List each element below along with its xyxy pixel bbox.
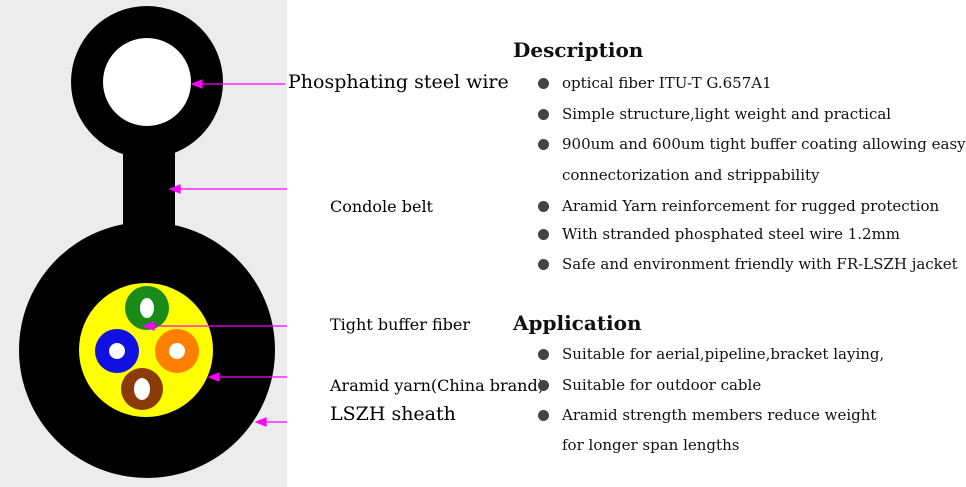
application-item: Suitable for aerial,pipeline,bracket lay… bbox=[538, 345, 884, 363]
bullet-icon bbox=[538, 138, 549, 150]
description-item: Aramid Yarn reinforcement for rugged pro… bbox=[538, 197, 939, 215]
steel-wire-hole bbox=[103, 38, 191, 126]
fiber-orange bbox=[155, 329, 199, 373]
aramid-yarn bbox=[79, 283, 213, 417]
pointer-lszh bbox=[254, 417, 287, 427]
bullet-icon bbox=[538, 108, 549, 120]
pointer-condole-belt bbox=[168, 184, 287, 194]
description-heading: Description bbox=[513, 38, 644, 62]
label-aramid-yarn: Aramid yarn(China brand) bbox=[330, 376, 544, 395]
fiber-green bbox=[125, 286, 169, 330]
bullet-icon bbox=[538, 200, 549, 212]
label-tight-buffer: Tight buffer fiber bbox=[330, 315, 470, 334]
application-item: Aramid strength members reduce weight bbox=[538, 406, 876, 424]
description-item-continuation: connectorization and strippability bbox=[562, 166, 820, 184]
bullet-icon bbox=[538, 77, 549, 89]
pointer-steel-wire bbox=[190, 79, 285, 89]
description-item: Safe and environment friendly with FR-LS… bbox=[538, 255, 958, 273]
bullet-icon bbox=[538, 348, 549, 360]
description-item: optical fiber ITU-T G.657A1 bbox=[538, 74, 772, 92]
description-item: 900um and 600um tight buffer coating all… bbox=[538, 135, 966, 153]
bullet-icon bbox=[538, 258, 549, 270]
bullet-icon bbox=[538, 409, 549, 421]
pointer-aramid bbox=[207, 372, 287, 382]
label-steel-wire: Phosphating steel wire bbox=[288, 71, 509, 93]
pointer-tight-buffer bbox=[142, 321, 287, 331]
label-condole-belt: Condole belt bbox=[330, 197, 433, 216]
fiber-blue bbox=[95, 329, 139, 373]
application-heading: Application bbox=[513, 311, 642, 335]
application-item: Suitable for outdoor cable bbox=[538, 376, 761, 394]
description-item: Simple structure,light weight and practi… bbox=[538, 105, 891, 123]
description-item: With stranded phosphated steel wire 1.2m… bbox=[538, 225, 900, 243]
application-item-continuation: for longer span lengths bbox=[562, 436, 740, 454]
bullet-icon bbox=[538, 379, 549, 391]
bullet-icon bbox=[538, 228, 549, 240]
label-lszh-sheath: LSZH sheath bbox=[330, 403, 456, 425]
fiber-brown bbox=[121, 368, 163, 410]
